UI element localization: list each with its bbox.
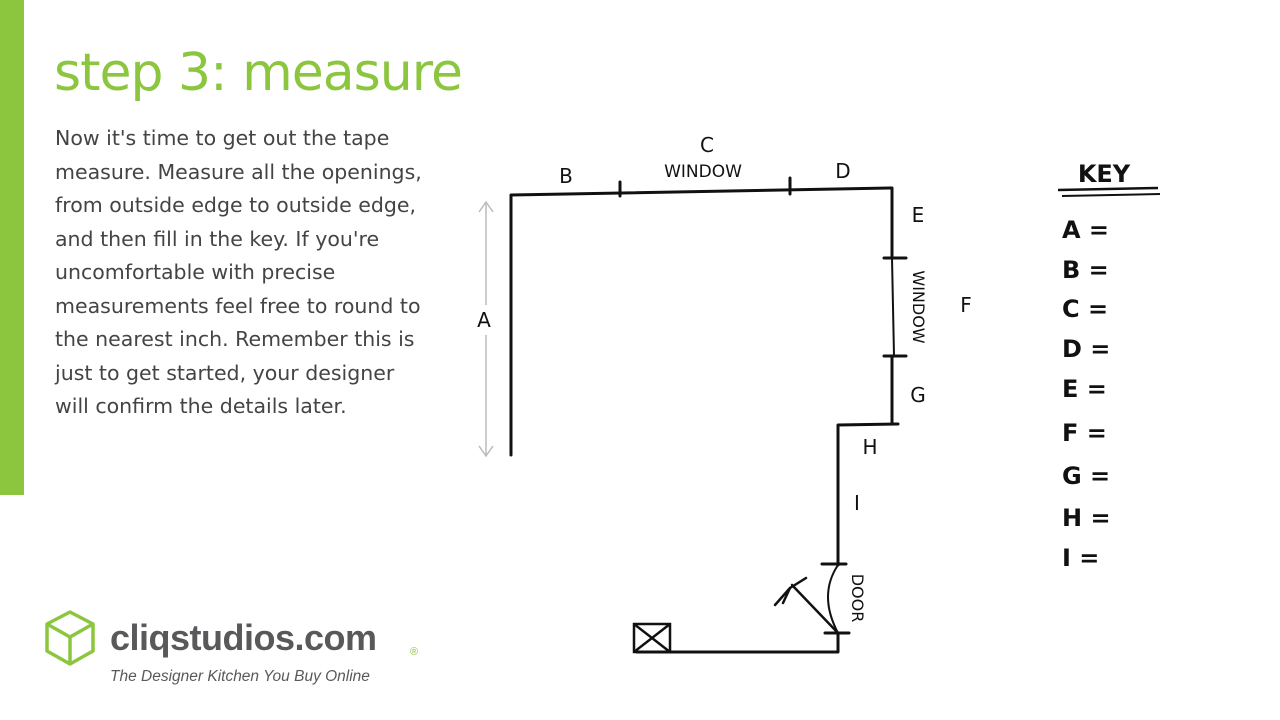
label-i: I [854,491,860,515]
logo-wordmark: cliqstudios.com [110,617,377,658]
key-row: F = [1062,419,1107,447]
accent-bar [0,0,24,495]
key-row: E = [1062,375,1107,403]
registered-mark: ® [410,646,419,658]
slide-title: step 3: measure [54,43,463,103]
label-f: F [960,293,972,317]
instructions-text: Now it's time to get out the tape measur… [55,126,422,418]
label-d: D [835,159,850,183]
room-outline [509,186,900,654]
brand-logo: cliqstudios.com ® The Designer Kitchen Y… [42,608,442,688]
key-underline-2 [1061,193,1161,197]
measurement-key: KEY A = B = C = D = E = F = G = H = I = [1057,160,1161,572]
key-row: A = [1062,216,1109,244]
key-underline [1057,186,1159,192]
key-row: H = [1062,504,1111,532]
label-g: G [910,383,926,407]
brand-tagline: The Designer Kitchen You Buy Online [110,668,370,685]
window-segment-right [891,257,895,357]
label-e: E [912,203,925,227]
key-row: B = [1062,256,1109,284]
label-door: DOOR [848,574,867,623]
label-b: B [559,164,573,188]
label-c-window: WINDOW [664,162,742,182]
fixture-box [632,622,672,654]
cube-icon [45,610,95,666]
label-h: H [862,435,877,459]
label-f-window: WINDOW [909,270,928,343]
key-row: G = [1062,462,1110,490]
key-row: C = [1062,295,1108,323]
key-heading: KEY [1078,160,1131,188]
label-c: C [700,133,714,157]
key-row: I = [1062,544,1099,572]
key-row: D = [1062,335,1110,363]
dimension-arrow-a [478,200,494,458]
label-a: A [477,308,491,332]
door-swing [773,564,840,635]
